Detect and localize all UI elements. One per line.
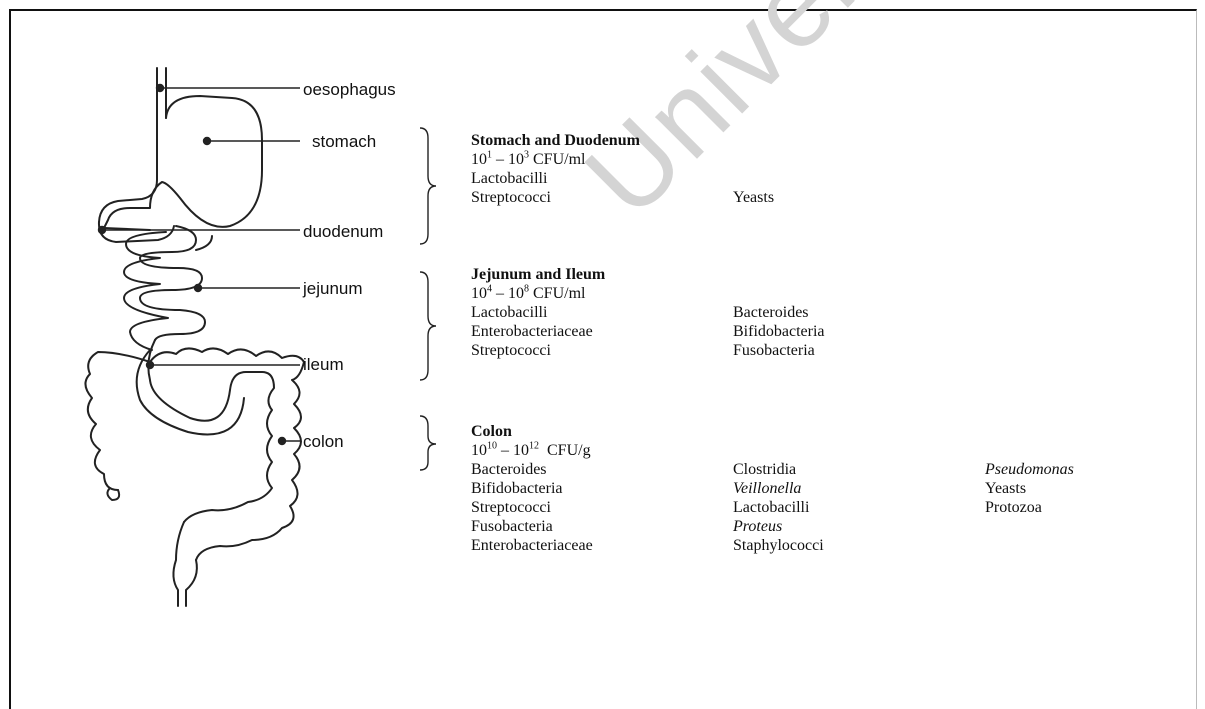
descending-colon — [196, 362, 304, 560]
organism: Proteus — [733, 517, 824, 536]
organism: Staphylococci — [733, 536, 824, 555]
bacterial-count: 1010 – 1012 CFU/g — [471, 441, 593, 460]
label-duodenum: duodenum — [303, 222, 383, 242]
section-title: Colon — [471, 422, 593, 441]
organism: Bacteroides — [471, 460, 593, 479]
organism: Lactobacilli — [471, 303, 605, 322]
stomach-dot — [204, 138, 211, 145]
section-title: Stomach and Duodenum — [471, 131, 640, 150]
section-stomach-duodenum-col2: Yeasts — [733, 188, 774, 207]
ileum-dot — [147, 362, 154, 369]
organism: Lactobacilli — [471, 169, 640, 188]
bacterial-count: 104 – 108 CFU/ml — [471, 284, 605, 303]
section-colon: Colon 1010 – 1012 CFU/g Bacteroides Bifi… — [471, 422, 593, 555]
label-jejunum: jejunum — [303, 279, 363, 299]
bacterial-count: 101 – 103 CFU/ml — [471, 150, 640, 169]
jejunum-dot — [195, 285, 202, 292]
organism: Enterobacteriaceae — [471, 536, 593, 555]
organism: Enterobacteriaceae — [471, 322, 605, 341]
organism: Fusobacteria — [733, 341, 825, 360]
brace-stomach-duodenum — [420, 128, 436, 244]
stomach-inner — [99, 140, 157, 222]
section-jejunum-ileum: Jejunum and Ileum 104 – 108 CFU/ml Lacto… — [471, 265, 605, 360]
organism: Yeasts — [733, 188, 774, 207]
organism: Yeasts — [985, 479, 1074, 498]
organism: Streptococci — [471, 188, 640, 207]
organism: Bifidobacteria — [471, 479, 593, 498]
rectum-left — [173, 522, 184, 606]
label-stomach: stomach — [312, 132, 376, 152]
duodenum-dot — [99, 227, 106, 234]
organism: Bifidobacteria — [733, 322, 825, 341]
organism: Fusobacteria — [471, 517, 593, 536]
section-jejunum-ileum-col2: Bacteroides Bifidobacteria Fusobacteria — [733, 303, 825, 360]
organism: Streptococci — [471, 498, 593, 517]
label-colon: colon — [303, 432, 344, 452]
section-stomach-duodenum: Stomach and Duodenum 101 – 103 CFU/ml La… — [471, 131, 640, 207]
transverse-colon — [150, 348, 304, 362]
organism: Lactobacilli — [733, 498, 824, 517]
section-colon-col2: Clostridia Veillonella Lactobacilli Prot… — [733, 460, 824, 555]
stomach-outline — [104, 96, 262, 228]
section-colon-col3: Pseudomonas Yeasts Protozoa — [985, 460, 1074, 517]
organism: Streptococci — [471, 341, 605, 360]
rectum-right — [186, 560, 197, 606]
oesophagus-dot — [157, 85, 164, 92]
label-oesophagus: oesophagus — [303, 80, 396, 100]
brace-colon — [420, 416, 436, 470]
organism: Pseudomonas — [985, 460, 1074, 479]
label-ileum: ileum — [303, 355, 344, 375]
ascending-colon — [85, 352, 150, 490]
jejunum-loop — [196, 236, 212, 250]
section-title: Jejunum and Ileum — [471, 265, 605, 284]
organism: Clostridia — [733, 460, 824, 479]
organism: Veillonella — [733, 479, 824, 498]
colon-dot — [279, 438, 286, 445]
organism: Bacteroides — [733, 303, 825, 322]
organism: Protozoa — [985, 498, 1074, 517]
brace-jejunum-ileum — [420, 272, 436, 380]
